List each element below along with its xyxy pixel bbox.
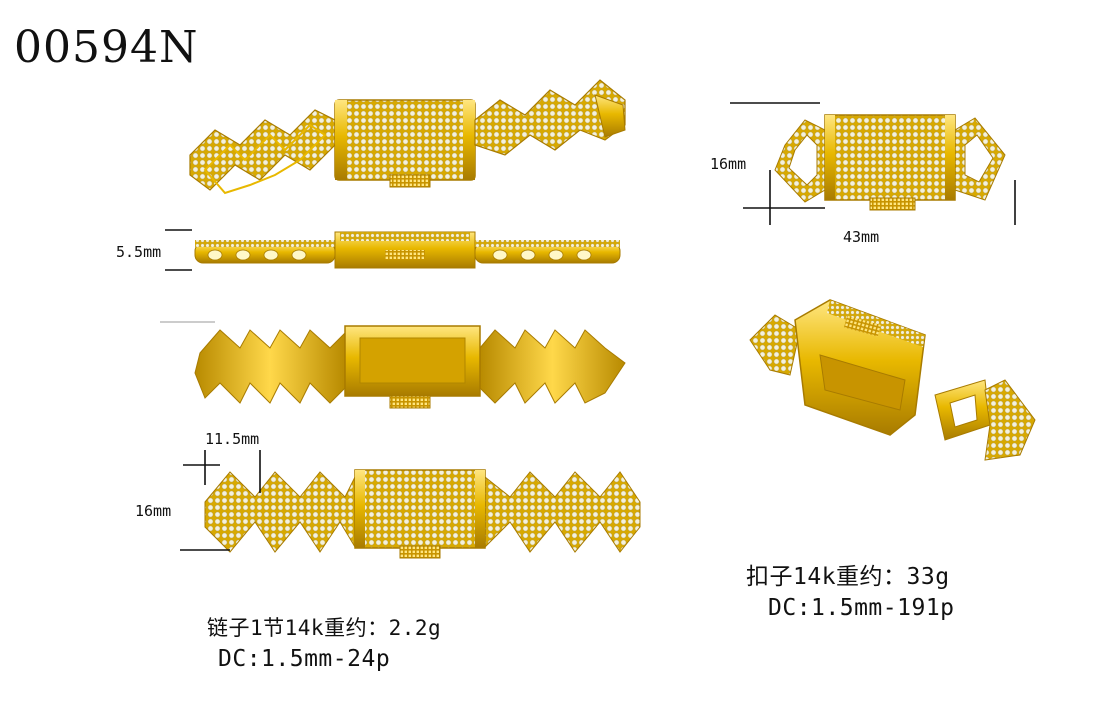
link-width-marker	[180, 450, 261, 551]
clasp-length-label: 43mm	[843, 228, 880, 246]
clasp-weight-spec: 扣子14k重约：33g	[746, 564, 950, 590]
clasp-top	[334, 99, 476, 188]
link-stone-spec: DC:1.5mm-24p	[218, 646, 391, 672]
bracelet-front-pave-view	[204, 469, 641, 559]
left-links	[189, 109, 336, 195]
clasp-dimension-markers	[730, 102, 1016, 225]
product-code: 00594N	[14, 22, 199, 73]
bracelet-top-pave-view	[189, 79, 626, 195]
clasp-top-view	[774, 114, 1006, 211]
bracelet-side-view	[194, 231, 621, 269]
clasp-stone-spec: DC:1.5mm-191p	[768, 595, 955, 621]
clasp-open-view	[749, 299, 1036, 461]
right-links	[474, 79, 626, 156]
chain-height-label: 5.5mm	[116, 243, 162, 261]
clasp-height-label: 16mm	[710, 155, 747, 173]
chain-width-label: 16mm	[135, 502, 172, 520]
chain-height-marker	[165, 229, 192, 271]
link-weight-spec: 链子1节14k重约：2.2g	[207, 616, 442, 640]
bracelet-back-view	[160, 321, 626, 409]
link-width-label: 11.5mm	[205, 430, 260, 448]
